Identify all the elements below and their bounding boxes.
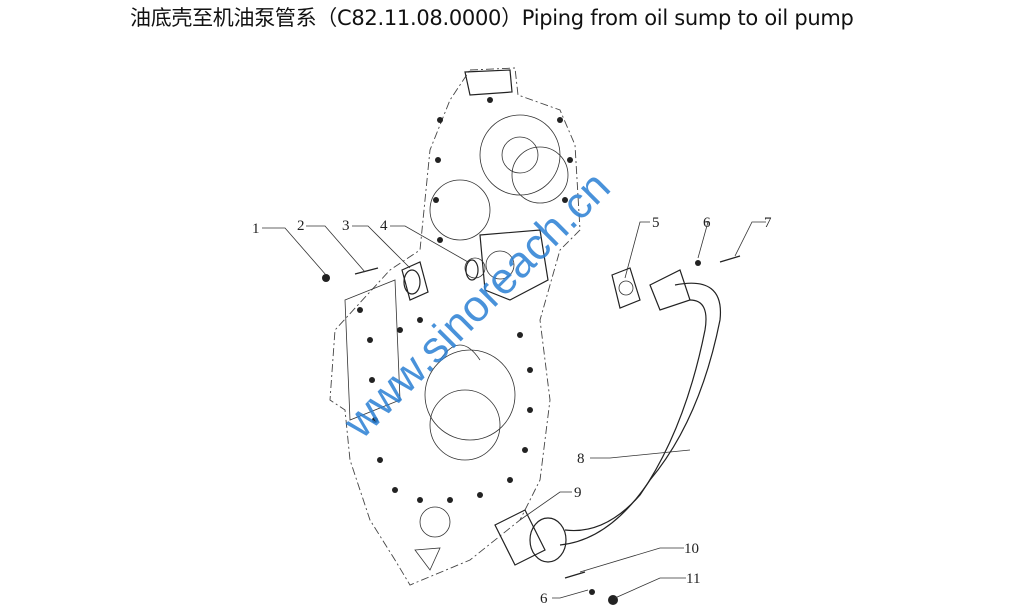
washer-6 bbox=[695, 260, 701, 266]
callout-10: 10 bbox=[684, 541, 699, 557]
callout-7: 7 bbox=[764, 215, 772, 231]
callout-labels: 1 2 3 4 5 6 7 8 9 10 11 6 bbox=[252, 215, 772, 607]
stud-2 bbox=[354, 267, 379, 275]
callout-5: 5 bbox=[652, 215, 660, 231]
o-ring-4 bbox=[465, 259, 479, 281]
gasket-5 bbox=[611, 267, 641, 309]
bolt-7 bbox=[719, 255, 741, 263]
callout-6b: 6 bbox=[540, 591, 548, 607]
pipe-flange bbox=[649, 269, 691, 311]
callout-4: 4 bbox=[380, 218, 388, 234]
parts bbox=[322, 255, 741, 605]
nut-11 bbox=[608, 595, 618, 605]
callout-1: 1 bbox=[252, 221, 260, 237]
callout-11: 11 bbox=[686, 571, 700, 587]
callout-6: 6 bbox=[703, 215, 711, 231]
leader-lines bbox=[262, 221, 766, 599]
gear-housing bbox=[329, 67, 581, 586]
flange-3 bbox=[401, 261, 429, 301]
stud-6 bbox=[564, 571, 586, 579]
callout-3: 3 bbox=[342, 218, 350, 234]
pipe-8 bbox=[559, 282, 722, 546]
callout-2: 2 bbox=[297, 218, 305, 234]
page-title: 油底壳至机油泵管系（C82.11.08.0000）Piping from oil… bbox=[130, 6, 854, 30]
callout-8: 8 bbox=[577, 451, 585, 467]
nut-1 bbox=[322, 274, 330, 282]
gasket-9 bbox=[494, 509, 546, 566]
flange-10 bbox=[529, 517, 567, 563]
callout-9: 9 bbox=[574, 485, 582, 501]
